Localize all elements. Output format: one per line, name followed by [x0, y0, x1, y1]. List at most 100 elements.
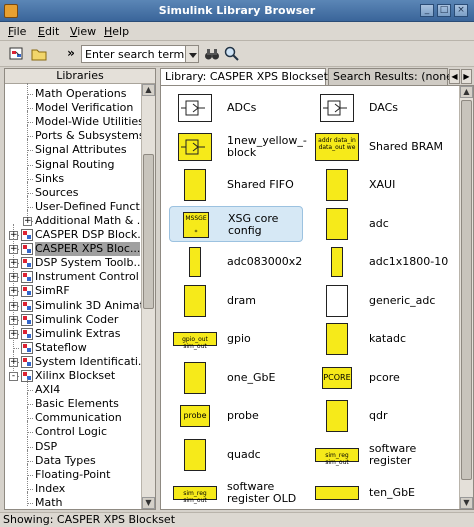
- tree-item[interactable]: User-Defined Funct...: [35, 199, 151, 213]
- block-quadc[interactable]: quadc: [169, 437, 303, 473]
- tree-item[interactable]: Signal Attributes: [35, 143, 127, 157]
- search-input[interactable]: Enter search term: [81, 45, 186, 63]
- block-grid-scrollbar[interactable]: ▲ ▼: [459, 86, 473, 509]
- scroll-up-icon[interactable]: ▲: [142, 84, 155, 96]
- menu-edit[interactable]: Edit: [38, 25, 60, 38]
- block-adc[interactable]: adc: [311, 206, 451, 242]
- tab-scroll-right-icon[interactable]: ▶: [461, 69, 472, 84]
- status-bar: Showing: CASPER XPS Blockset: [0, 512, 474, 527]
- scroll-up-icon[interactable]: ▲: [460, 86, 473, 98]
- block-label-line: XSG core: [228, 211, 279, 225]
- toolbar: » Enter search term: [0, 41, 474, 67]
- tree-item[interactable]: Signal Routing: [35, 157, 115, 171]
- search-options-button[interactable]: [223, 45, 241, 63]
- tree-item[interactable]: Math: [35, 495, 63, 509]
- tree-item[interactable]: Sinks: [35, 171, 65, 185]
- tree-scrollbar[interactable]: ▲ ▼: [141, 84, 155, 509]
- block-dram[interactable]: dram: [169, 283, 303, 319]
- tree-item-selected[interactable]: CASPER XPS Bloc...: [35, 242, 141, 257]
- close-button[interactable]: ×: [454, 4, 468, 17]
- tree-item[interactable]: Instrument Control ...: [35, 270, 153, 284]
- tree-item[interactable]: CASPER DSP Block...: [35, 228, 148, 241]
- expand-icon[interactable]: +: [23, 215, 32, 226]
- tree-item[interactable]: Additional Math & ...: [35, 213, 148, 227]
- scroll-down-icon[interactable]: ▼: [460, 497, 473, 509]
- library-icon: [21, 355, 33, 368]
- new-model-button[interactable]: [8, 45, 26, 63]
- window-titlebar[interactable]: Simulink Library Browser _ □ ×: [0, 0, 474, 22]
- block-ten-gbe[interactable]: ten_GbE: [311, 475, 451, 509]
- tree-item[interactable]: Floating-Point: [35, 467, 111, 481]
- block-dacs[interactable]: DACs: [311, 90, 451, 126]
- block-qdr[interactable]: qdr: [311, 398, 451, 434]
- block-icon: [326, 284, 348, 317]
- binoculars-icon: [205, 49, 219, 60]
- tree-item[interactable]: Simulink 3D Animat...: [35, 298, 155, 312]
- menu-file[interactable]: File: [8, 25, 27, 38]
- block-label: quadc: [227, 447, 261, 461]
- pane-splitter[interactable]: [156, 68, 160, 510]
- block-icon: [184, 361, 206, 394]
- tree-item[interactable]: Ports & Subsystems: [35, 129, 145, 143]
- tree-item[interactable]: Stateflow: [35, 340, 87, 354]
- block-adc1x1800-10[interactable]: adc1x1800-10: [311, 244, 451, 280]
- block-adc083000x2[interactable]: adc083000x2: [169, 244, 303, 280]
- tab-scroll-left-icon[interactable]: ◀: [449, 69, 460, 84]
- open-model-button[interactable]: [30, 45, 48, 63]
- tree-item[interactable]: Sources: [35, 185, 79, 199]
- tree-connector: [27, 421, 28, 436]
- minimize-button[interactable]: _: [420, 4, 434, 17]
- block-icon: [189, 247, 201, 277]
- tree-item[interactable]: Communication: [35, 411, 122, 425]
- menu-view[interactable]: View: [70, 25, 97, 38]
- find-button[interactable]: [203, 45, 221, 63]
- tree-item[interactable]: DSP: [35, 439, 58, 453]
- tree-item[interactable]: DSP System Toolb...: [35, 256, 144, 270]
- tree-item[interactable]: Math Operations: [35, 87, 127, 100]
- tree-scroll-thumb[interactable]: [143, 154, 154, 309]
- block-katadc[interactable]: katadc: [311, 321, 451, 357]
- block-xaui[interactable]: XAUI: [311, 167, 451, 203]
- scroll-down-icon[interactable]: ▼: [142, 497, 155, 509]
- block-generic-adc[interactable]: generic_adc: [311, 283, 451, 319]
- block-label: pcore: [369, 371, 400, 384]
- tree-item[interactable]: SimRF: [35, 284, 70, 298]
- block-one-gbe[interactable]: one_GbE: [169, 360, 303, 396]
- menu-help[interactable]: Help: [104, 25, 130, 38]
- tree-item[interactable]: Xilinx Blockset: [35, 369, 116, 382]
- block-adcs[interactable]: ADCs: [169, 90, 303, 126]
- collapse-icon[interactable]: -: [9, 372, 18, 381]
- block-shared-fifo[interactable]: Shared FIFO: [169, 167, 303, 203]
- tree-connector: [27, 474, 33, 476]
- library-icon: [21, 271, 33, 284]
- block-1new-yellow-block[interactable]: 1new_yellow_-block: [169, 129, 307, 165]
- tree-item[interactable]: Basic Elements: [35, 397, 119, 411]
- tree-item[interactable]: Simulink Extras: [35, 326, 121, 340]
- tree-item[interactable]: Model-Wide Utilities: [35, 115, 144, 129]
- block-label-line: quadc: [227, 447, 261, 461]
- tree-item[interactable]: Index: [35, 481, 66, 495]
- tree-item[interactable]: Simulink Coder: [35, 312, 119, 326]
- tree-item[interactable]: AXI4: [35, 383, 61, 397]
- toolbar-overflow-button[interactable]: »: [67, 46, 75, 60]
- tree-item[interactable]: Control Logic: [35, 425, 108, 439]
- library-icon: [21, 243, 33, 256]
- tree-connector: [27, 463, 28, 478]
- tree-item[interactable]: Data Types: [35, 453, 96, 467]
- search-history-dropdown[interactable]: [185, 45, 199, 63]
- block-label: Shared BRAM: [369, 140, 443, 153]
- tab-library[interactable]: Library: CASPER XPS Blockset: [160, 68, 328, 86]
- block-grid-scroll-thumb[interactable]: [461, 100, 472, 480]
- tab-search-results[interactable]: Search Results: (none): [328, 68, 457, 85]
- tree-item[interactable]: Model Verification: [35, 101, 134, 115]
- maximize-button[interactable]: □: [437, 4, 451, 17]
- tree-item[interactable]: System Identificati...: [35, 354, 149, 368]
- tree-connector: [27, 460, 33, 462]
